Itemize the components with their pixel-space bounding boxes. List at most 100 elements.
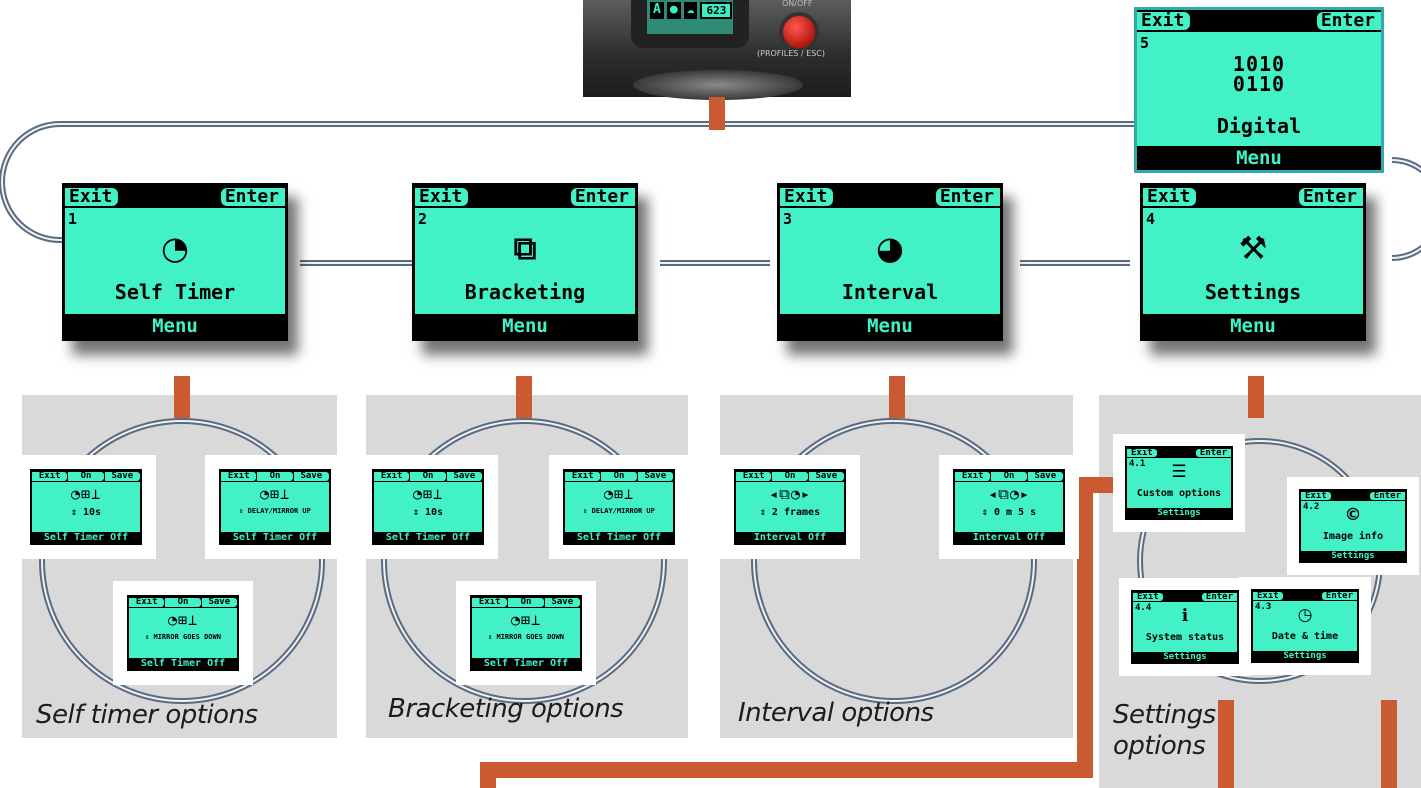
exit-button[interactable]: Exit xyxy=(736,472,772,481)
exit-button[interactable]: Exit xyxy=(472,598,508,607)
enter-button[interactable]: Enter xyxy=(1369,492,1405,501)
self-timer-icon: ◔ xyxy=(161,229,189,267)
option-value[interactable]: ⇕ 10s xyxy=(412,507,444,518)
exit-button[interactable]: Exit xyxy=(565,472,601,481)
option-tab-icons[interactable]: ◔⊞⊥ xyxy=(603,485,635,503)
option-value[interactable]: ⇕ DELAY/MIRROR UP xyxy=(239,507,311,515)
option-tab-icons[interactable]: ◂⧉◔▸ xyxy=(988,485,1030,503)
exit-button[interactable]: Exit xyxy=(65,188,119,206)
option-footer[interactable]: Settings xyxy=(1133,652,1237,662)
save-button[interactable]: Save xyxy=(544,598,580,607)
menu-number: 3 xyxy=(783,210,793,228)
menu-footer[interactable]: Menu xyxy=(1143,314,1363,338)
menu-title: Digital xyxy=(1216,114,1302,138)
enter-button[interactable]: Enter xyxy=(1298,188,1363,206)
enter-button[interactable]: Enter xyxy=(570,188,635,206)
save-button[interactable]: Save xyxy=(293,472,329,481)
on-button[interactable]: On xyxy=(410,472,446,481)
camera-body: A ● ☁ 623 ON/OFF (PROFILES / ESC) xyxy=(583,0,851,100)
enter-button[interactable]: Enter xyxy=(1201,593,1237,602)
menu-footer[interactable]: Menu xyxy=(415,314,635,338)
on-button[interactable]: On xyxy=(772,472,808,481)
option-value[interactable]: ⇕ 0 m 5 s xyxy=(981,507,1037,518)
option-tab-icons[interactable]: ◔⊞⊥ xyxy=(70,485,102,503)
exit-button[interactable]: Exit xyxy=(955,472,991,481)
menu-footer[interactable]: Menu xyxy=(780,314,1000,338)
option-value[interactable]: ⇕ DELAY/MIRROR UP xyxy=(583,507,655,515)
save-button[interactable]: Save xyxy=(808,472,844,481)
digital-icon: 1010 0110 xyxy=(1232,52,1286,96)
save-button[interactable]: Save xyxy=(637,472,673,481)
option-value[interactable]: ⇕ MIRROR GOES DOWN xyxy=(145,633,221,641)
enter-button[interactable]: Enter xyxy=(935,188,1000,206)
enter-button[interactable]: Enter xyxy=(220,188,285,206)
enter-button[interactable]: Enter xyxy=(1321,592,1357,601)
option-tab-icons[interactable]: ◂⧉◔▸ xyxy=(769,485,811,503)
caption-bracketing-options: Bracketing options xyxy=(388,694,624,724)
exit-button[interactable]: Exit xyxy=(1301,492,1331,501)
on-button[interactable]: On xyxy=(68,472,104,481)
option-value[interactable]: ⇕ 2 frames xyxy=(759,507,821,518)
menu-title: Self Timer xyxy=(114,280,236,304)
exit-button[interactable]: Exit xyxy=(1137,12,1191,30)
on-button[interactable]: On xyxy=(508,598,544,607)
option-footer[interactable]: Settings xyxy=(1301,551,1405,561)
save-button[interactable]: Save xyxy=(201,598,237,607)
exit-button[interactable]: Exit xyxy=(1133,593,1163,602)
menu-footer[interactable]: Menu xyxy=(65,314,285,338)
enter-button[interactable]: Enter xyxy=(1316,12,1381,30)
enter-button[interactable]: Enter xyxy=(1195,449,1231,458)
exit-button[interactable]: Exit xyxy=(1127,449,1157,458)
option-title: System status xyxy=(1145,632,1225,643)
option-value[interactable]: ⇕ 10s xyxy=(70,507,102,518)
on-button[interactable]: On xyxy=(257,472,293,481)
exit-button[interactable]: Exit xyxy=(1143,188,1197,206)
option-value[interactable]: ⇕ MIRROR GOES DOWN xyxy=(488,633,564,641)
profiles-esc-label: (PROFILES / ESC) xyxy=(757,49,825,58)
on-button[interactable]: On xyxy=(165,598,201,607)
exit-button[interactable]: Exit xyxy=(32,472,68,481)
option-footer[interactable]: Settings xyxy=(1253,651,1357,661)
option-status: Self Timer Off xyxy=(221,532,329,543)
option-tab-icons[interactable]: ◔⊞⊥ xyxy=(259,485,291,503)
on-off-button[interactable] xyxy=(779,12,819,52)
exit-button[interactable]: Exit xyxy=(780,188,834,206)
exit-button[interactable]: Exit xyxy=(415,188,469,206)
camera-record-dot: ● xyxy=(666,2,681,19)
exit-button[interactable]: Exit xyxy=(221,472,257,481)
option-number: 4.2 xyxy=(1303,502,1320,512)
save-button[interactable]: Save xyxy=(446,472,482,481)
save-button[interactable]: Save xyxy=(1027,472,1063,481)
option-tab-icons[interactable]: ◔⊞⊥ xyxy=(412,485,444,503)
option-tab-icons[interactable]: ◔⊞⊥ xyxy=(510,611,542,629)
menu-footer[interactable]: Menu xyxy=(1137,146,1381,170)
option-footer[interactable]: Settings xyxy=(1127,508,1231,518)
save-button[interactable]: Save xyxy=(104,472,140,481)
option-tab-icons[interactable]: ◔⊞⊥ xyxy=(167,611,199,629)
exit-button[interactable]: Exit xyxy=(1253,592,1283,601)
exit-button[interactable]: Exit xyxy=(374,472,410,481)
on-button[interactable]: On xyxy=(601,472,637,481)
on-button[interactable]: On xyxy=(991,472,1027,481)
option-number: 4.3 xyxy=(1255,602,1272,612)
exit-button[interactable]: Exit xyxy=(129,598,165,607)
